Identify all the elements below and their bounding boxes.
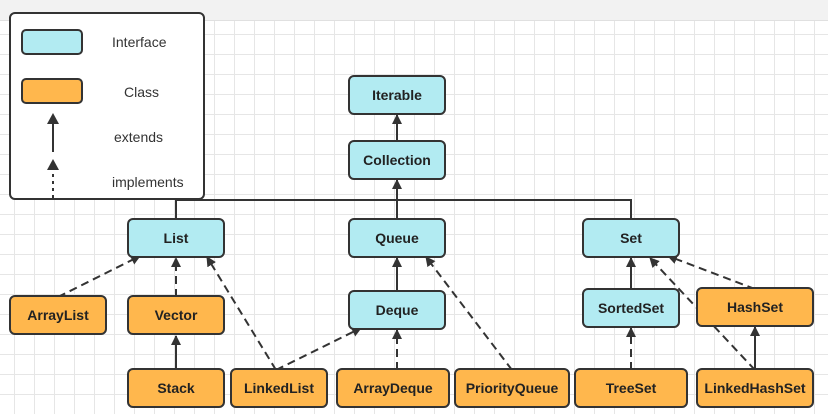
node-linkedhashset[interactable]: LinkedHashSet	[696, 368, 814, 408]
edge-linkedlist-deque	[275, 327, 362, 371]
legend-extends-arrow-icon	[47, 113, 59, 152]
canvas-top-bar	[0, 0, 828, 21]
node-priorityqueue[interactable]: PriorityQueue	[454, 368, 570, 408]
edge-arraylist-list	[57, 255, 141, 298]
legend-implements-arrow-icon	[47, 159, 59, 198]
legend-interface-swatch	[21, 29, 83, 55]
node-deque[interactable]: Deque	[348, 290, 446, 330]
node-iterable[interactable]: Iterable	[348, 75, 446, 115]
legend-interface-label: Interface	[112, 34, 167, 50]
node-linkedlist[interactable]: LinkedList	[230, 368, 328, 408]
node-set[interactable]: Set	[582, 218, 680, 258]
node-arraydeque[interactable]: ArrayDeque	[336, 368, 450, 408]
node-collection[interactable]: Collection	[348, 140, 446, 180]
edge-hashset-set	[667, 254, 756, 290]
legend-class-label: Class	[124, 84, 160, 100]
node-arraylist[interactable]: ArrayList	[9, 295, 107, 335]
legend-extends-label: extends	[114, 129, 164, 145]
legend: Interface Class extends implements	[9, 12, 205, 200]
node-sortedset[interactable]: SortedSet	[582, 288, 680, 328]
node-treeset[interactable]: TreeSet	[574, 368, 688, 408]
node-vector[interactable]: Vector	[127, 295, 225, 335]
node-list[interactable]: List	[127, 218, 225, 258]
edge-set-collection	[397, 199, 632, 220]
edge-priorityqueue-queue	[425, 256, 513, 371]
node-stack[interactable]: Stack	[127, 368, 225, 408]
edge-linkedlist-list	[206, 256, 277, 371]
legend-implements-label: implements	[112, 174, 184, 190]
node-queue[interactable]: Queue	[348, 218, 446, 258]
node-hashset[interactable]: HashSet	[696, 287, 814, 327]
edge-list-collection	[175, 179, 402, 220]
legend-class-swatch	[21, 78, 83, 104]
